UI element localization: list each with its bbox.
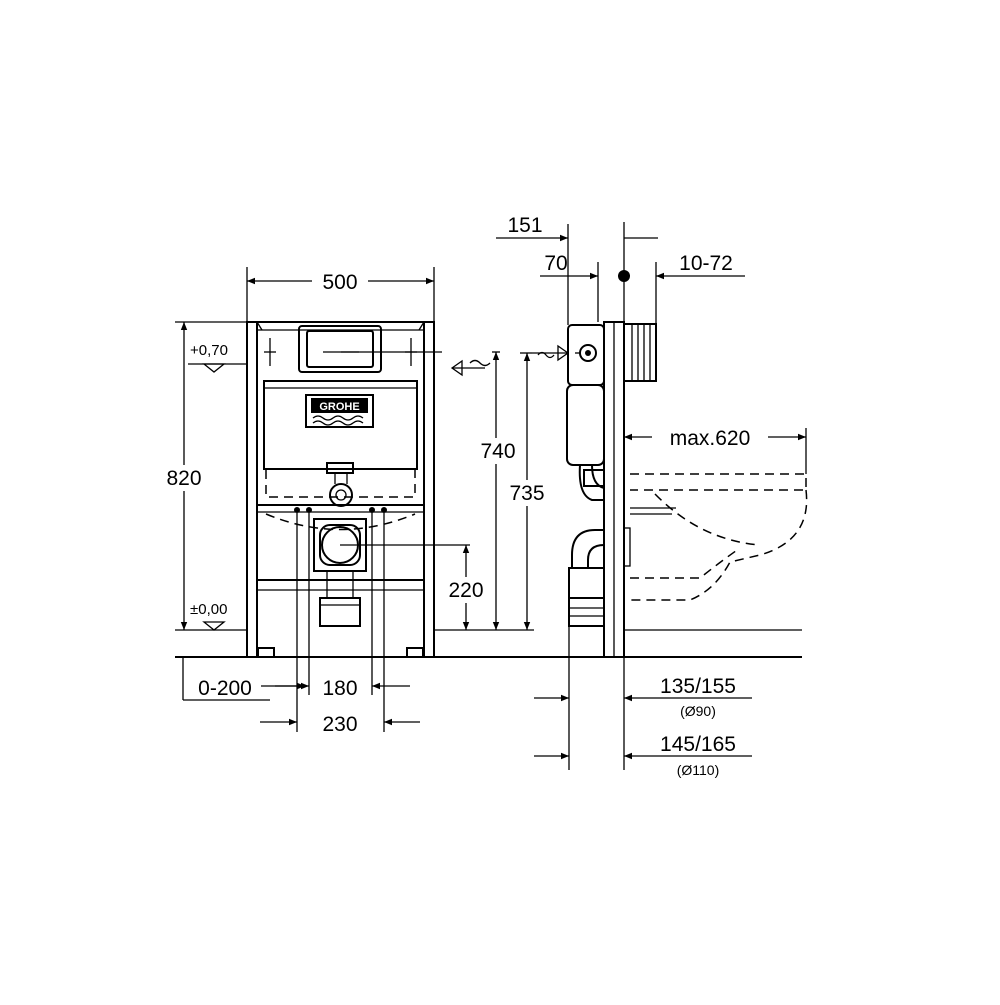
pan-outline-hidden [265,470,416,531]
dim-max-620: max.620 [670,427,751,450]
cistern: GROHE [263,325,418,507]
dim-70: 70 [544,252,567,275]
outlet-and-bolts [294,351,470,627]
level-floor: ±0,00 [190,601,227,618]
side-waste-outlet [568,527,631,627]
dim-10-72: 10-72 [679,252,733,275]
dim-inlet-height: 735 [509,482,544,505]
dim-pipe-110: (Ø110) [677,762,720,778]
dim-135-155: 135/155 [660,675,736,698]
level-top: +0,70 [190,342,228,359]
dim-bolt-outer: 230 [322,713,357,736]
brand-logo-text: GROHE [319,401,359,413]
side-cistern [566,323,657,501]
side-dimensions: 151 70 10-72 735 [496,214,807,778]
front-dimensions: 500 820 +0,70 ±0,00 740 220 0-200 [160,267,522,736]
dim-151: 151 [507,214,542,237]
dim-pipe-90: (Ø90) [680,703,716,719]
side-view: 151 70 10-72 735 [496,214,808,778]
dim-bolt-inner: 180 [322,677,357,700]
floor-lines [175,321,802,658]
dim-width: 500 [322,271,357,294]
front-view: GROHE [160,267,802,736]
brand-logo-frame [305,394,374,428]
dim-145-165: 145/165 [660,733,736,756]
dim-total-height: 820 [166,467,201,490]
brand-logo [311,398,368,413]
dim-flush-height: 740 [480,440,515,463]
side-pan-hidden [630,473,808,601]
dim-outlet-height: 220 [448,579,483,602]
dim-floor-range: 0-200 [198,677,252,700]
